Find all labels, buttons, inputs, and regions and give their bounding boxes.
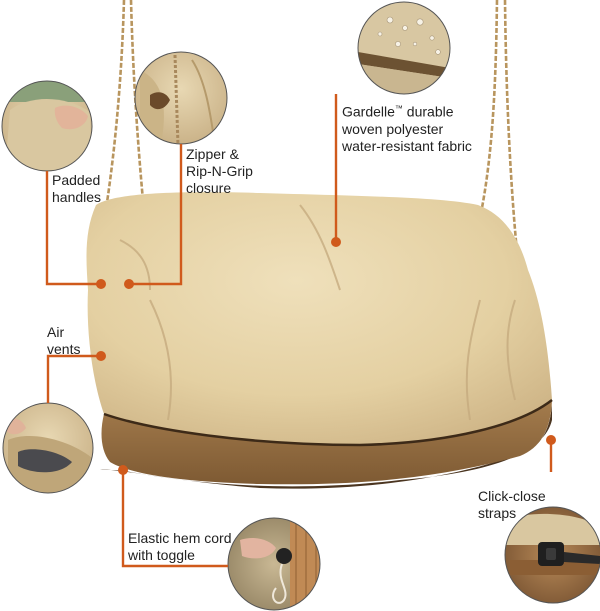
brand-name: Gardelle: [342, 103, 395, 120]
label-zipper: Zipper & Rip-N-Grip closure: [186, 146, 253, 196]
dot-padded-handles: [96, 279, 106, 289]
label-air-vents: Air vents: [47, 324, 81, 357]
zipper-photo: [134, 51, 228, 145]
label-elastic-hem: Elastic hem cord with toggle: [128, 530, 232, 563]
label-click-close: Click-close straps: [478, 488, 546, 521]
callout-lines: [45, 94, 556, 568]
dot-zipper: [124, 279, 134, 289]
click-close-straps-photo: [504, 506, 600, 604]
leader-zipper: [129, 144, 183, 286]
air-vents-photo: [2, 402, 94, 494]
fabric-photo: [357, 1, 451, 95]
leader-padded-handles: [45, 171, 101, 286]
swing-cover: [86, 192, 553, 489]
label-fabric: Gardelle™ durable woven polyester water-…: [342, 103, 472, 154]
leader-elastic-hem: [121, 470, 228, 568]
label-padded-handles: Padded handles: [52, 172, 102, 205]
dot-fabric: [331, 237, 341, 247]
padded-handles-photo: [1, 80, 93, 172]
dot-elastic-hem: [118, 465, 128, 475]
dot-air-vents: [96, 351, 106, 361]
leader-air-vents: [46, 354, 101, 403]
trademark-symbol: ™: [394, 104, 403, 113]
dot-click-close: [546, 435, 556, 445]
elastic-hem-photo: [227, 517, 321, 611]
